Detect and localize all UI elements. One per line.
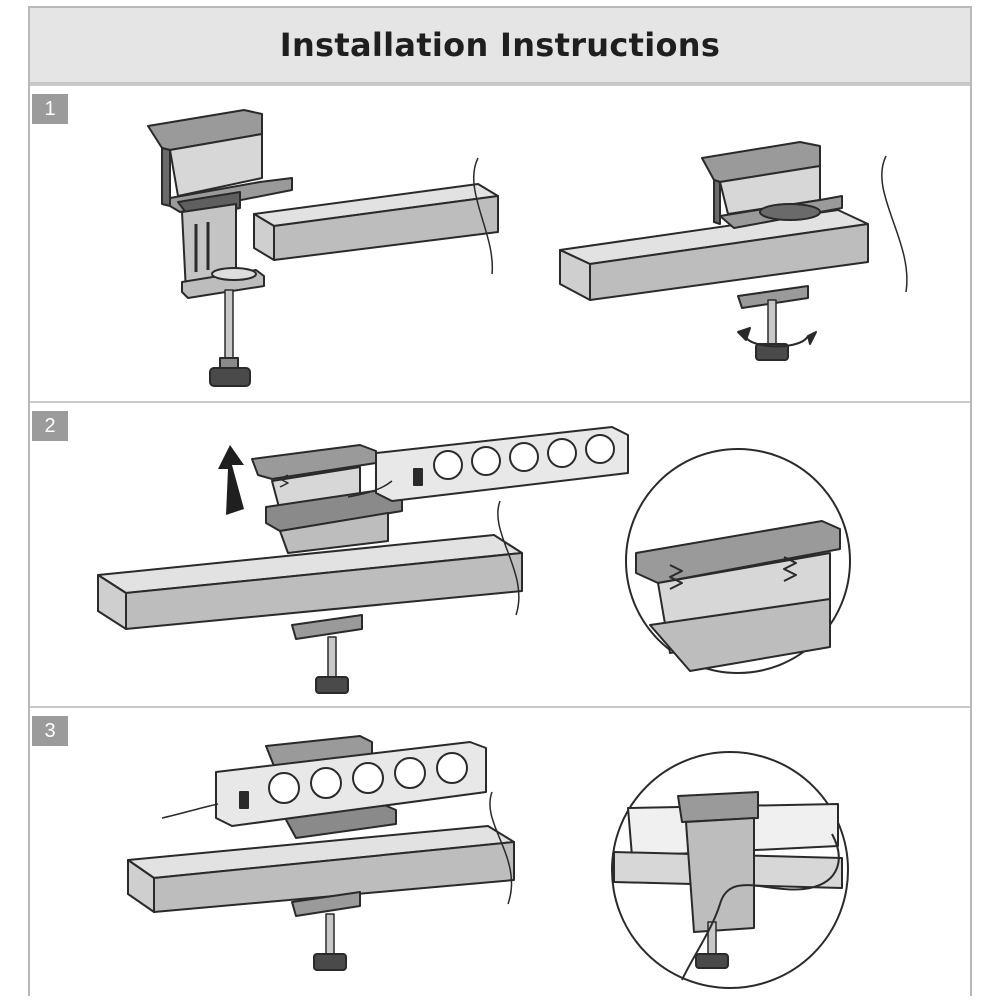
- step-2-panel: 2: [30, 401, 970, 706]
- step-2-badge: 2: [32, 411, 68, 441]
- outlet-icon: [433, 450, 463, 480]
- clamp-head-illustration: [265, 735, 397, 839]
- page-title: Installation Instructions: [279, 26, 721, 64]
- detail-zoom-circle: [625, 448, 851, 674]
- outlet-icon: [352, 762, 384, 794]
- step-3-badge: 3: [32, 716, 68, 746]
- desk-edge-illustration: [253, 157, 499, 275]
- title-bar: Installation Instructions: [30, 8, 970, 84]
- outlet-icon: [268, 772, 300, 804]
- outlet-icon: [394, 757, 426, 789]
- step-1-panel: 1: [30, 84, 970, 401]
- outlet-icon: [509, 442, 539, 472]
- step-2-illustration: [97, 426, 851, 694]
- lift-arrow-icon: [218, 445, 244, 515]
- power-strip-outlets: [433, 434, 615, 480]
- desk-illustration: [97, 500, 523, 694]
- outlet-icon: [547, 438, 577, 468]
- step-1-badge: 1: [32, 94, 68, 124]
- detail-zoom-circle: [611, 751, 849, 989]
- step-1-illustration: [147, 109, 908, 387]
- clamp-bracket-illustration: [147, 109, 293, 387]
- desk-illustration: [127, 791, 515, 971]
- outlet-icon: [585, 434, 615, 464]
- outlet-icon: [471, 446, 501, 476]
- power-strip-outlets: [268, 752, 468, 804]
- step-3-illustration: [127, 735, 849, 989]
- clamp-on-desk-illustration: [559, 141, 908, 361]
- outlet-icon: [436, 752, 468, 784]
- step-3-panel: 3: [30, 706, 970, 996]
- clamp-head-illustration: [251, 444, 403, 554]
- instruction-sheet: Installation Instructions 1: [28, 6, 972, 996]
- outlet-icon: [310, 767, 342, 799]
